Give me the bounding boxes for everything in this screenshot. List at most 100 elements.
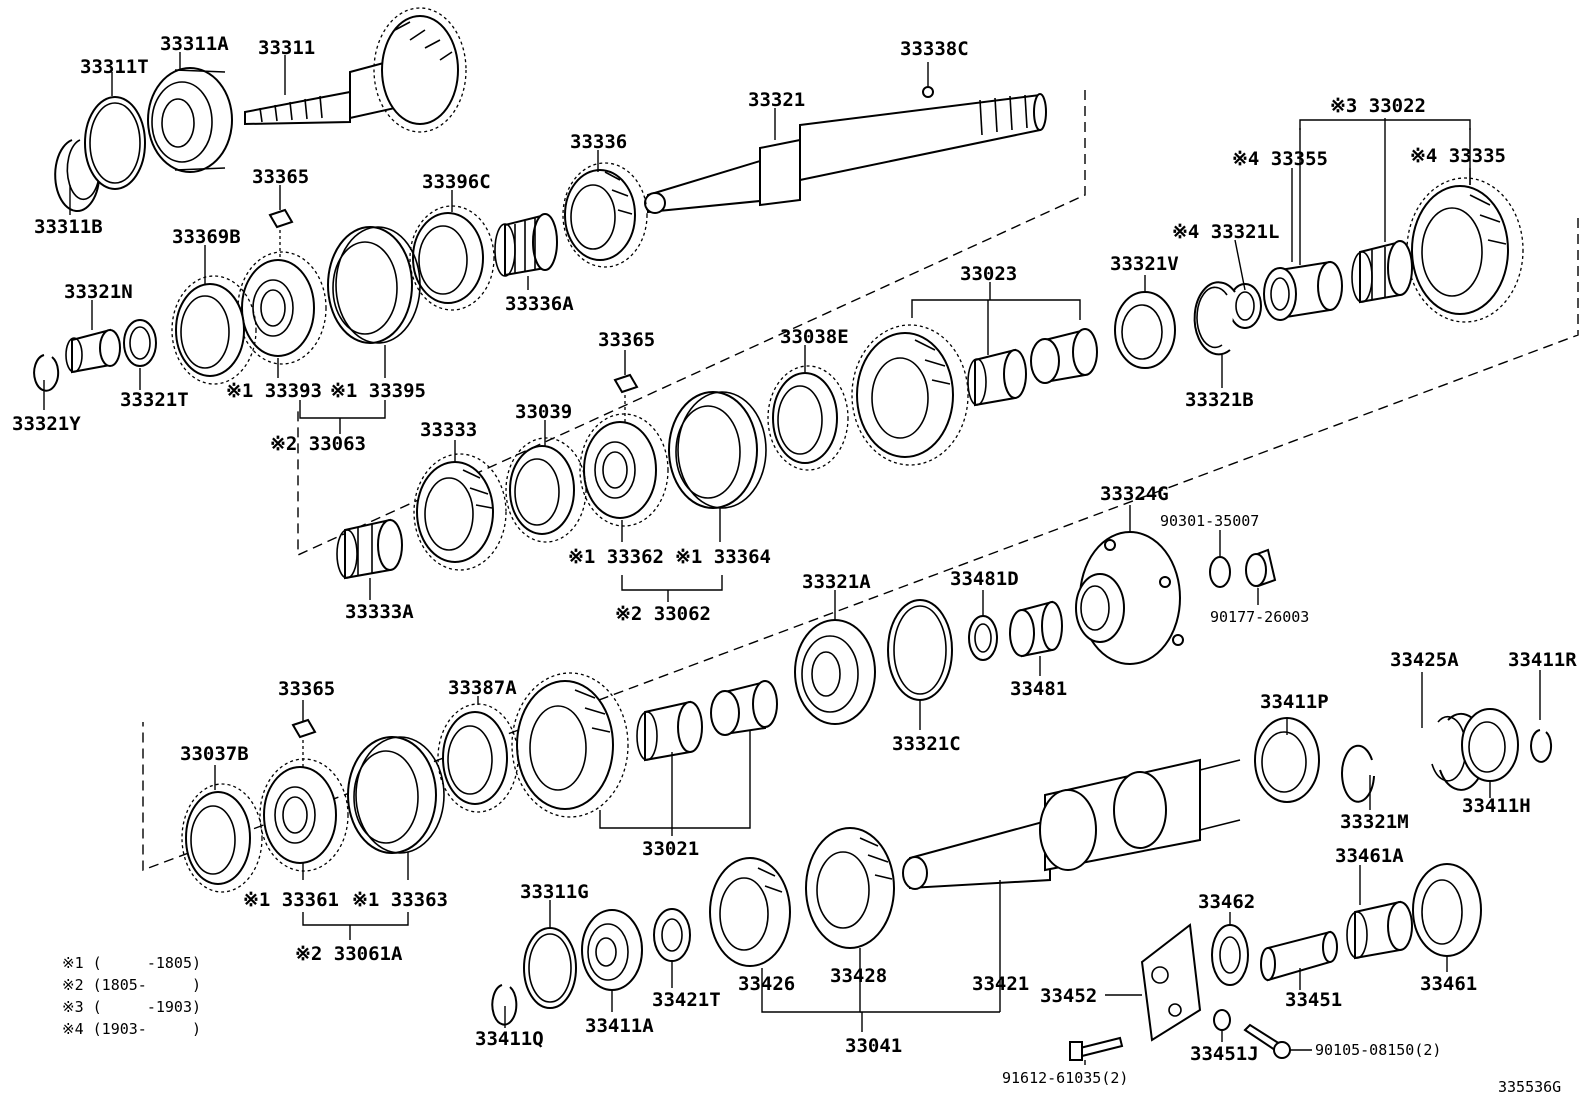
label-33321N[interactable]: 33321N: [64, 281, 133, 303]
label-33038E[interactable]: 33038E: [780, 326, 849, 348]
label-33481D[interactable]: 33481D: [950, 568, 1019, 590]
label-33451J[interactable]: 33451J: [1190, 1043, 1259, 1065]
label-33411A[interactable]: 33411A: [585, 1015, 654, 1037]
bushing-33481[interactable]: [1009, 600, 1063, 658]
label-33311B[interactable]: 33311B: [34, 216, 103, 238]
label-33321A[interactable]: 33321A: [802, 571, 871, 593]
bushing-33023[interactable]: [1030, 328, 1098, 384]
synchro-ring-33396C[interactable]: [409, 205, 495, 311]
label-33396C[interactable]: 33396C: [422, 171, 491, 193]
label-33411Q[interactable]: 33411Q: [475, 1028, 544, 1050]
label-33387A[interactable]: 33387A: [448, 677, 517, 699]
gear-33428[interactable]: [805, 827, 895, 949]
label-33426[interactable]: 33426: [738, 973, 795, 995]
label-33335[interactable]: ※4 33335: [1410, 145, 1506, 167]
synchro-ring-33038E[interactable]: [767, 365, 849, 471]
bearing-33411A[interactable]: [581, 909, 643, 991]
label-33365-upper[interactable]: 33365: [252, 166, 309, 188]
label-33333[interactable]: 33333: [420, 419, 477, 441]
small-ring-33338C[interactable]: [922, 86, 934, 98]
label-33061A[interactable]: ※2 33061A: [295, 943, 403, 965]
label-33365-lower[interactable]: 33365: [278, 678, 335, 700]
snap-ring-33321B[interactable]: [1193, 281, 1236, 356]
bearing-33321A[interactable]: [794, 619, 876, 725]
bearing-33311A[interactable]: [147, 67, 233, 173]
washer-33462[interactable]: [1211, 924, 1249, 986]
label-91612-61035[interactable]: 91612-61035(2): [1002, 1069, 1128, 1087]
label-33336A[interactable]: 33336A: [505, 293, 574, 315]
label-33421T[interactable]: 33421T: [652, 989, 721, 1011]
gear-33426[interactable]: [709, 857, 791, 967]
needle-bearing-33321N[interactable]: [65, 328, 121, 374]
label-33324G[interactable]: 33324G: [1100, 483, 1169, 505]
sleeve-33395[interactable]: [327, 226, 421, 344]
bearing-33321V[interactable]: [1114, 291, 1176, 369]
bolt-90105-08150[interactable]: [1243, 1023, 1291, 1059]
label-33369B[interactable]: 33369B: [172, 226, 241, 248]
label-33311T[interactable]: 33311T: [80, 56, 149, 78]
label-33411H[interactable]: 33411H: [1462, 795, 1531, 817]
synchro-ring-33387A[interactable]: [437, 703, 519, 813]
snap-ring-33411Q[interactable]: [491, 984, 518, 1026]
sleeve-33363[interactable]: [347, 736, 445, 854]
synchro-ring-33037B[interactable]: [181, 783, 263, 893]
bearing-33411P[interactable]: [1254, 717, 1320, 803]
label-33363[interactable]: ※1 33363: [352, 889, 448, 911]
label-33023[interactable]: 33023: [960, 263, 1017, 285]
label-33333A[interactable]: 33333A: [345, 601, 414, 623]
hub-33393[interactable]: [237, 251, 327, 365]
hub-33362[interactable]: [579, 413, 669, 527]
label-33361[interactable]: ※1 33361: [243, 889, 339, 911]
collar-33355[interactable]: [1263, 260, 1343, 321]
gear-33023[interactable]: [851, 324, 969, 466]
snap-ring-33411R[interactable]: [1530, 729, 1553, 763]
synchro-ring-33369B[interactable]: [171, 275, 257, 385]
label-90301-35007[interactable]: 90301-35007: [1160, 512, 1259, 530]
label-33021[interactable]: 33021: [642, 838, 699, 860]
label-33365-middle[interactable]: 33365: [598, 329, 655, 351]
counter-shaft-33421[interactable]: [902, 758, 1241, 890]
gear-33021[interactable]: [511, 672, 629, 818]
needle-bearing-33022[interactable]: [1351, 240, 1413, 304]
label-33411P[interactable]: 33411P: [1260, 691, 1329, 713]
plate-33452[interactable]: [1140, 923, 1202, 1042]
label-33321Y[interactable]: 33321Y: [12, 413, 81, 435]
label-33039[interactable]: 33039: [515, 401, 572, 423]
label-33062[interactable]: ※2 33062: [615, 603, 711, 625]
label-33338C[interactable]: 33338C: [900, 38, 969, 60]
label-33311[interactable]: 33311: [258, 37, 315, 59]
shaft-33451[interactable]: [1260, 930, 1338, 982]
key-33365-upper[interactable]: [268, 208, 294, 262]
washer-33451J[interactable]: [1213, 1009, 1231, 1031]
plug-90177-26003[interactable]: [1245, 548, 1277, 588]
flange-33324G[interactable]: [1075, 531, 1184, 665]
snap-ring-33321C[interactable]: [887, 599, 953, 701]
label-90177-26003[interactable]: 90177-26003: [1210, 608, 1309, 626]
label-33321T[interactable]: 33321T: [120, 389, 189, 411]
label-33063[interactable]: ※2 33063: [270, 433, 366, 455]
needle-bearing-33461A[interactable]: [1346, 900, 1413, 960]
ring-33311T[interactable]: [84, 96, 146, 190]
hub-33361[interactable]: [259, 758, 349, 872]
label-33451[interactable]: 33451: [1285, 989, 1342, 1011]
gear-33335[interactable]: [1406, 177, 1524, 323]
label-33321[interactable]: 33321: [748, 89, 805, 111]
label-33395[interactable]: ※1 33395: [330, 380, 426, 402]
gear-33336[interactable]: [562, 162, 648, 268]
gear-33333[interactable]: [413, 453, 507, 571]
bushing-33021[interactable]: [710, 680, 778, 736]
needle-bearing-33023[interactable]: [967, 348, 1027, 407]
label-33336[interactable]: 33336: [570, 131, 627, 153]
label-33311G[interactable]: 33311G: [520, 881, 589, 903]
label-33425A[interactable]: 33425A: [1390, 649, 1459, 671]
label-33362[interactable]: ※1 33362: [568, 546, 664, 568]
label-90105-08150[interactable]: 90105-08150(2): [1315, 1041, 1441, 1059]
washer-33421T[interactable]: [653, 908, 691, 962]
label-33461[interactable]: 33461: [1420, 973, 1477, 995]
needle-bearing-33336A[interactable]: [494, 213, 558, 277]
label-33461A[interactable]: 33461A: [1335, 845, 1404, 867]
key-33365-lower[interactable]: [291, 718, 317, 772]
label-33452[interactable]: 33452: [1040, 985, 1097, 1007]
sleeve-33364[interactable]: [668, 391, 767, 509]
washer-33321T[interactable]: [123, 319, 157, 367]
